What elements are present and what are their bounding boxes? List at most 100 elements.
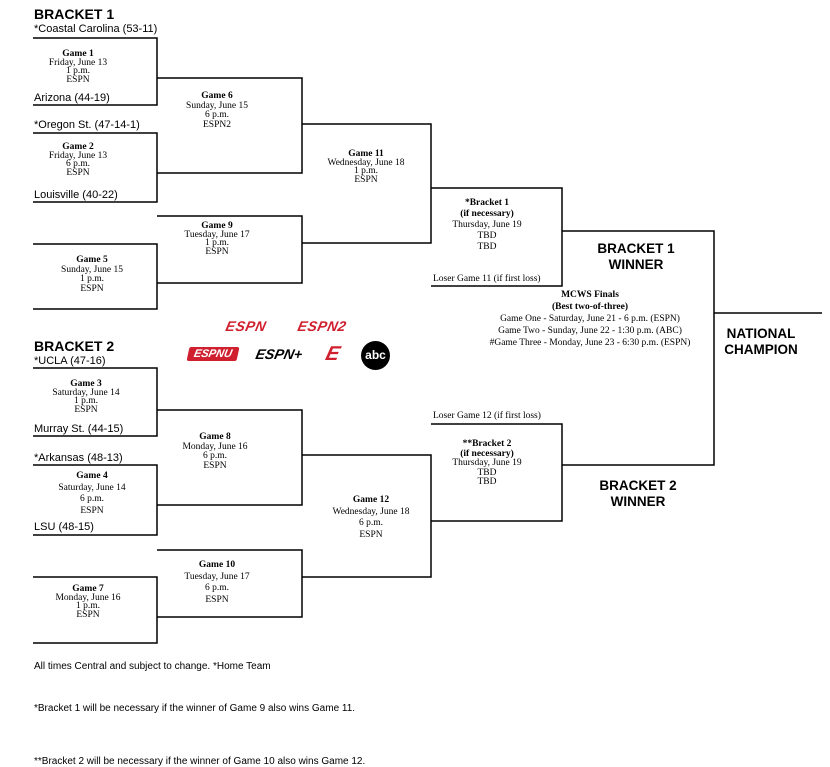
footnote-times: All times Central and subject to change.… [34, 661, 271, 672]
game11-line [302, 123, 432, 244]
finals-subtitle: (Best two-of-three) [551, 302, 629, 312]
game3-line [33, 367, 158, 437]
espnu-logo: ESPNU [186, 347, 240, 361]
game5-date: Sunday, June 15 [61, 264, 123, 275]
espn-logo: ESPN [224, 318, 268, 334]
team-ucla: *UCLA (47-16) [34, 355, 106, 367]
game8-title: Game 8 [199, 432, 231, 442]
game6-date: Sunday, June 15 [186, 100, 248, 111]
team-louisville: Louisville (40-22) [34, 189, 118, 201]
game2-tv: ESPN [66, 167, 90, 178]
game4-line [33, 464, 158, 536]
bracket1-final-line [431, 187, 563, 287]
bracket1-title: BRACKET 1 [34, 6, 115, 22]
game4-title: Game 4 [76, 471, 108, 481]
game8-time: 6 p.m. [202, 451, 227, 461]
champion-line2: CHAMPION [724, 342, 798, 357]
game10-line [157, 549, 303, 618]
game3-time: 1 p.m. [73, 396, 98, 406]
game6-tv: ESPN2 [203, 119, 231, 130]
finals-game-three: #Game Three - Monday, June 23 - 6:30 p.m… [489, 338, 691, 348]
espn2-logo: ESPN2 [296, 318, 349, 334]
bracket2-final-date: Thursday, June 19 [452, 458, 522, 468]
game9-tv: ESPN [205, 246, 229, 257]
bracket1-winner-line1: BRACKET 1 [597, 241, 675, 256]
game6-title: Game 6 [201, 91, 233, 101]
bracket1-final-title: *Bracket 1 [464, 198, 510, 208]
game12-line [302, 454, 432, 578]
game10-time: 6 p.m. [204, 583, 229, 593]
game11-tv: ESPN [354, 174, 378, 185]
game3-tv: ESPN [74, 404, 98, 415]
game11-time: 1 p.m. [353, 166, 378, 176]
game1-line [33, 37, 158, 106]
bracket2-final-sub: (if necessary) [460, 448, 514, 459]
game4-time: 6 p.m. [79, 494, 104, 504]
game12-date: Wednesday, June 18 [332, 506, 410, 517]
game5-info: Game 5 Sunday, June 15 1 p.m. ESPN [33, 255, 151, 294]
game5-title: Game 5 [76, 255, 108, 265]
game6-info: Game 6 Sunday, June 15 6 p.m. ESPN2 [157, 91, 277, 130]
game3-info: Game 3 Saturday, June 14 1 p.m. ESPN [33, 380, 139, 414]
game7-time: 1 p.m. [75, 601, 100, 611]
team-coastal-carolina: *Coastal Carolina (53-11) [34, 23, 158, 35]
game5-time: 1 p.m. [79, 274, 104, 284]
bracket1-winner-line [562, 230, 715, 466]
bracket1-winner-label: BRACKET 1 WINNER [578, 241, 694, 273]
game9-line [157, 215, 303, 284]
game5-line [33, 243, 158, 310]
game1-info: Game 1 Friday, June 13 1 p.m. ESPN [33, 50, 123, 84]
team-murray-state: Murray St. (44-15) [34, 423, 124, 435]
game8-date: Monday, June 16 [182, 441, 248, 452]
game2-info: Game 2 Friday, June 13 6 p.m. ESPN [33, 143, 123, 177]
game12-title: Game 12 [352, 495, 390, 505]
game10-date: Tuesday, June 17 [184, 571, 250, 582]
finals-game-two: Game Two - Sunday, June 22 - 1:30 p.m. (… [498, 326, 682, 336]
game10-info: Game 10 Tuesday, June 17 6 p.m. ESPN [157, 560, 277, 606]
bracket1-final-sub: (if necessary) [460, 209, 514, 219]
game8-line [157, 409, 303, 506]
game5-tv: ESPN [80, 283, 104, 294]
game9-info: Game 9 Tuesday, June 17 1 p.m. ESPN [157, 222, 277, 256]
bracket2-winner-line2: WINNER [610, 494, 666, 509]
game11-date: Wednesday, June 18 [327, 157, 405, 168]
footnote-bracket1: *Bracket 1 will be necessary if the winn… [34, 703, 356, 714]
game4-tv: ESPN [80, 505, 104, 516]
game9-date: Tuesday, June 17 [184, 229, 250, 240]
bracket2-title: BRACKET 2 [34, 338, 115, 354]
game7-tv: ESPN [76, 609, 100, 620]
game2-line [33, 132, 158, 203]
finals-game-one: Game One - Saturday, June 21 - 6 p.m. (E… [500, 314, 680, 324]
game8-info: Game 8 Monday, June 16 6 p.m. ESPN [157, 432, 273, 471]
game1-tv: ESPN [66, 74, 90, 85]
game2-time: 6 p.m. [65, 159, 90, 169]
game10-tv: ESPN [205, 594, 229, 605]
game4-date: Saturday, June 14 [58, 482, 126, 493]
bracket2-final-info: **Bracket 2 (if necessary) Thursday, Jun… [431, 439, 543, 488]
game2-title: Game 2 [62, 142, 94, 152]
team-arkansas: *Arkansas (48-13) [34, 452, 123, 464]
bracket2-final-time: TBD [477, 467, 497, 478]
bracket1-winner-line2: WINNER [608, 257, 664, 272]
bracket1-final-tv: TBD [477, 242, 497, 252]
bracket2-winner-label: BRACKET 2 WINNER [580, 478, 696, 510]
game10-title: Game 10 [198, 560, 236, 570]
bracket2-final-tv: TBD [477, 477, 497, 487]
footnote-bracket2: **Bracket 2 will be necessary if the win… [34, 756, 366, 767]
game3-date: Saturday, June 14 [52, 387, 120, 398]
game1-title: Game 1 [62, 49, 94, 59]
bracket1-final-date: Thursday, June 19 [452, 220, 522, 230]
game7-date: Monday, June 16 [55, 592, 121, 603]
game11-title: Game 11 [348, 149, 384, 159]
team-oregon-state: *Oregon St. (47-14-1) [34, 119, 140, 131]
finals-title: MCWS Finals [561, 290, 619, 300]
abc-logo: abc [361, 341, 390, 370]
game9-title: Game 9 [201, 221, 233, 231]
loser-game11-note: Loser Game 11 (if first loss) [433, 274, 541, 284]
game9-time: 1 p.m. [204, 238, 229, 248]
game12-tv: ESPN [359, 529, 383, 540]
champion-line1: NATIONAL [726, 326, 796, 341]
bracket2-winner-line1: BRACKET 2 [599, 478, 677, 493]
game7-info: Game 7 Monday, June 16 1 p.m. ESPN [33, 585, 143, 619]
